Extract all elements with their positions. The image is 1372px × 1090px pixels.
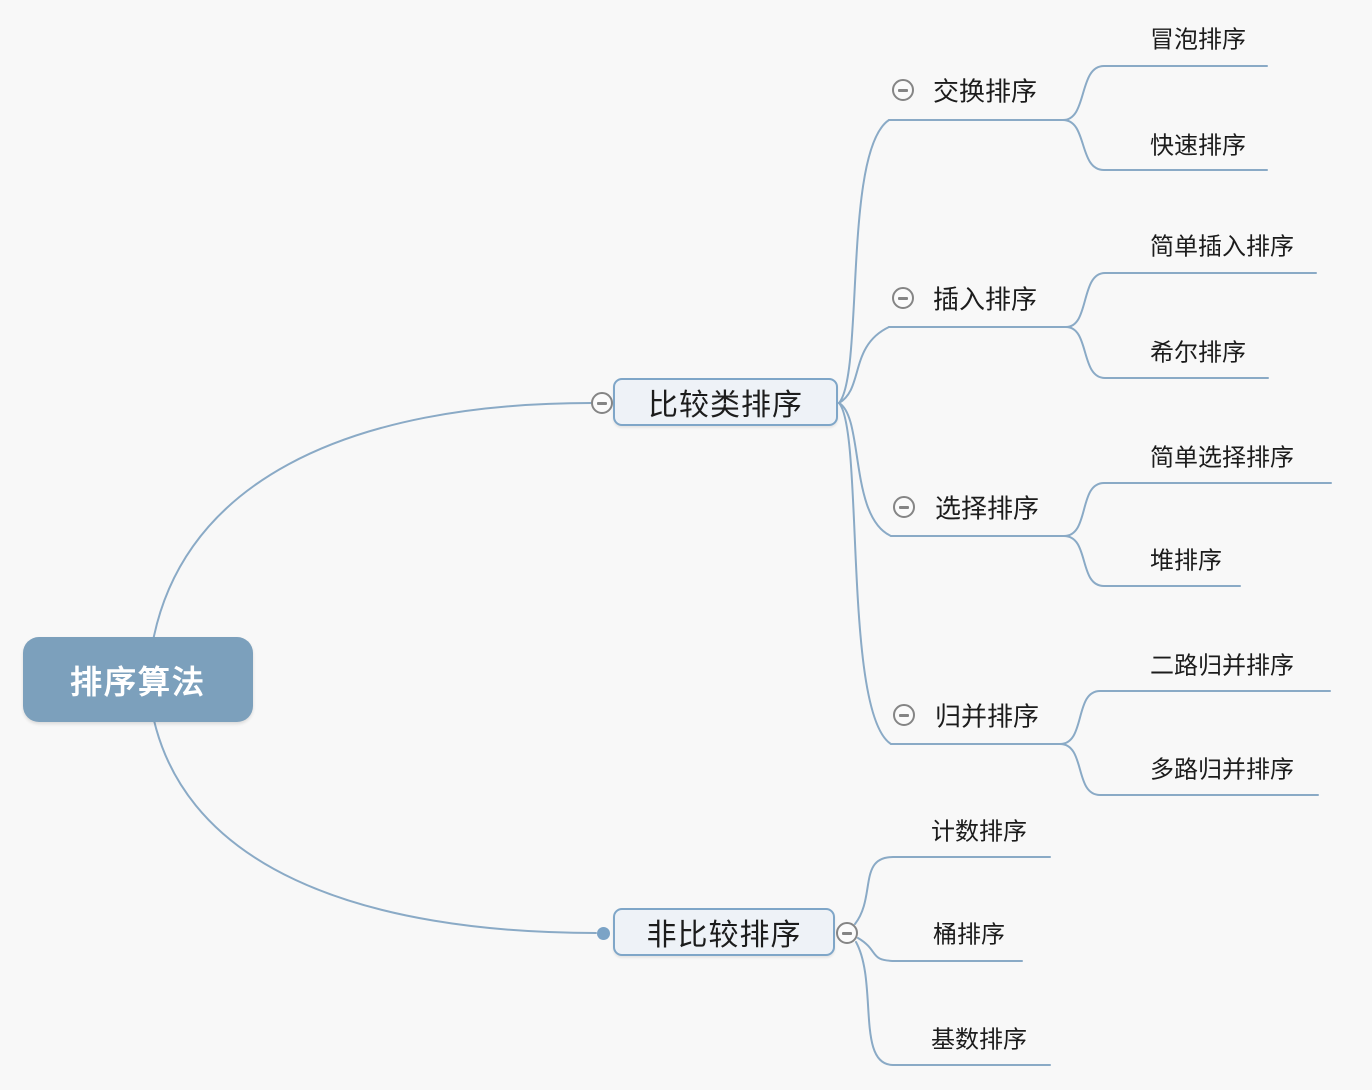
topic-heap-sort[interactable]: 堆排序 (1150, 547, 1222, 575)
topic-comparison-sort-label: 比较类排序 (648, 389, 803, 422)
edge-to-bucket-sort (857, 937, 1023, 962)
topic-insertion-sort[interactable]: 插入排序 (933, 284, 1038, 315)
minus-bar (898, 88, 908, 92)
root-topic-label: 排序算法 (69, 663, 206, 700)
topic-selection-sort[interactable]: 选择排序 (935, 493, 1040, 524)
minus-bar (899, 505, 909, 509)
edge-to-multi-way-merge-sort (1059, 743, 1319, 796)
edge-comparison-to-insertion-sort (838, 326, 890, 404)
minus-bar (898, 296, 908, 300)
topic-non-comparison-sort[interactable]: 非比较排序 (613, 908, 835, 956)
connection-dot-icon (597, 927, 610, 940)
collapse-minus-icon[interactable] (892, 287, 914, 309)
topic-two-way-merge-sort[interactable]: 二路归并排序 (1150, 652, 1294, 680)
edge-to-simple-selection-sort (1063, 482, 1332, 537)
minus-bar (597, 401, 607, 405)
edge-to-bubble-sort (1062, 65, 1268, 121)
edge-to-counting-sort (854, 856, 1051, 925)
topic-merge-sort[interactable]: 归并排序 (935, 701, 1040, 732)
edge-comparison-to-selection-sort (838, 402, 892, 537)
minus-bar (899, 713, 909, 717)
topic-radix-sort[interactable]: 基数排序 (931, 1026, 1027, 1054)
edge-to-shell-sort (1065, 326, 1269, 379)
topic-bubble-sort[interactable]: 冒泡排序 (1150, 26, 1246, 54)
topic-simple-selection-sort[interactable]: 简单选择排序 (1150, 444, 1294, 472)
edge-to-quick-sort (1062, 119, 1268, 171)
edge-root-to-comparison-sort (148, 402, 592, 669)
topic-bucket-sort[interactable]: 桶排序 (933, 921, 1005, 949)
edge-root-to-non-comparison-sort (148, 691, 597, 934)
topic-exchange-sort[interactable]: 交换排序 (933, 76, 1038, 107)
topic-counting-sort[interactable]: 计数排序 (931, 818, 1027, 846)
topic-quick-sort[interactable]: 快速排序 (1150, 132, 1246, 160)
topic-non-comparison-sort-label: 非比较排序 (646, 919, 802, 952)
root-topic-sorting-algorithms[interactable]: 排序算法 (23, 637, 253, 722)
edge-comparison-to-exchange-sort (838, 119, 890, 404)
edge-to-simple-insertion-sort (1065, 272, 1317, 328)
edge-to-radix-sort (855, 941, 1051, 1066)
topic-shell-sort[interactable]: 希尔排序 (1150, 339, 1246, 367)
topic-comparison-sort[interactable]: 比较类排序 (613, 378, 838, 426)
collapse-minus-icon[interactable] (893, 496, 915, 518)
edge-comparison-to-merge-sort (838, 402, 892, 745)
collapse-minus-icon[interactable] (836, 922, 858, 944)
edge-to-heap-sort (1063, 535, 1241, 587)
edge-to-two-way-merge-sort (1059, 690, 1331, 745)
minus-bar (842, 931, 852, 935)
topic-simple-insertion-sort[interactable]: 简单插入排序 (1150, 233, 1294, 261)
topic-multi-way-merge-sort[interactable]: 多路归并排序 (1150, 756, 1294, 784)
collapse-minus-icon[interactable] (893, 704, 915, 726)
collapse-minus-icon[interactable] (591, 392, 613, 414)
collapse-minus-icon[interactable] (892, 79, 914, 101)
